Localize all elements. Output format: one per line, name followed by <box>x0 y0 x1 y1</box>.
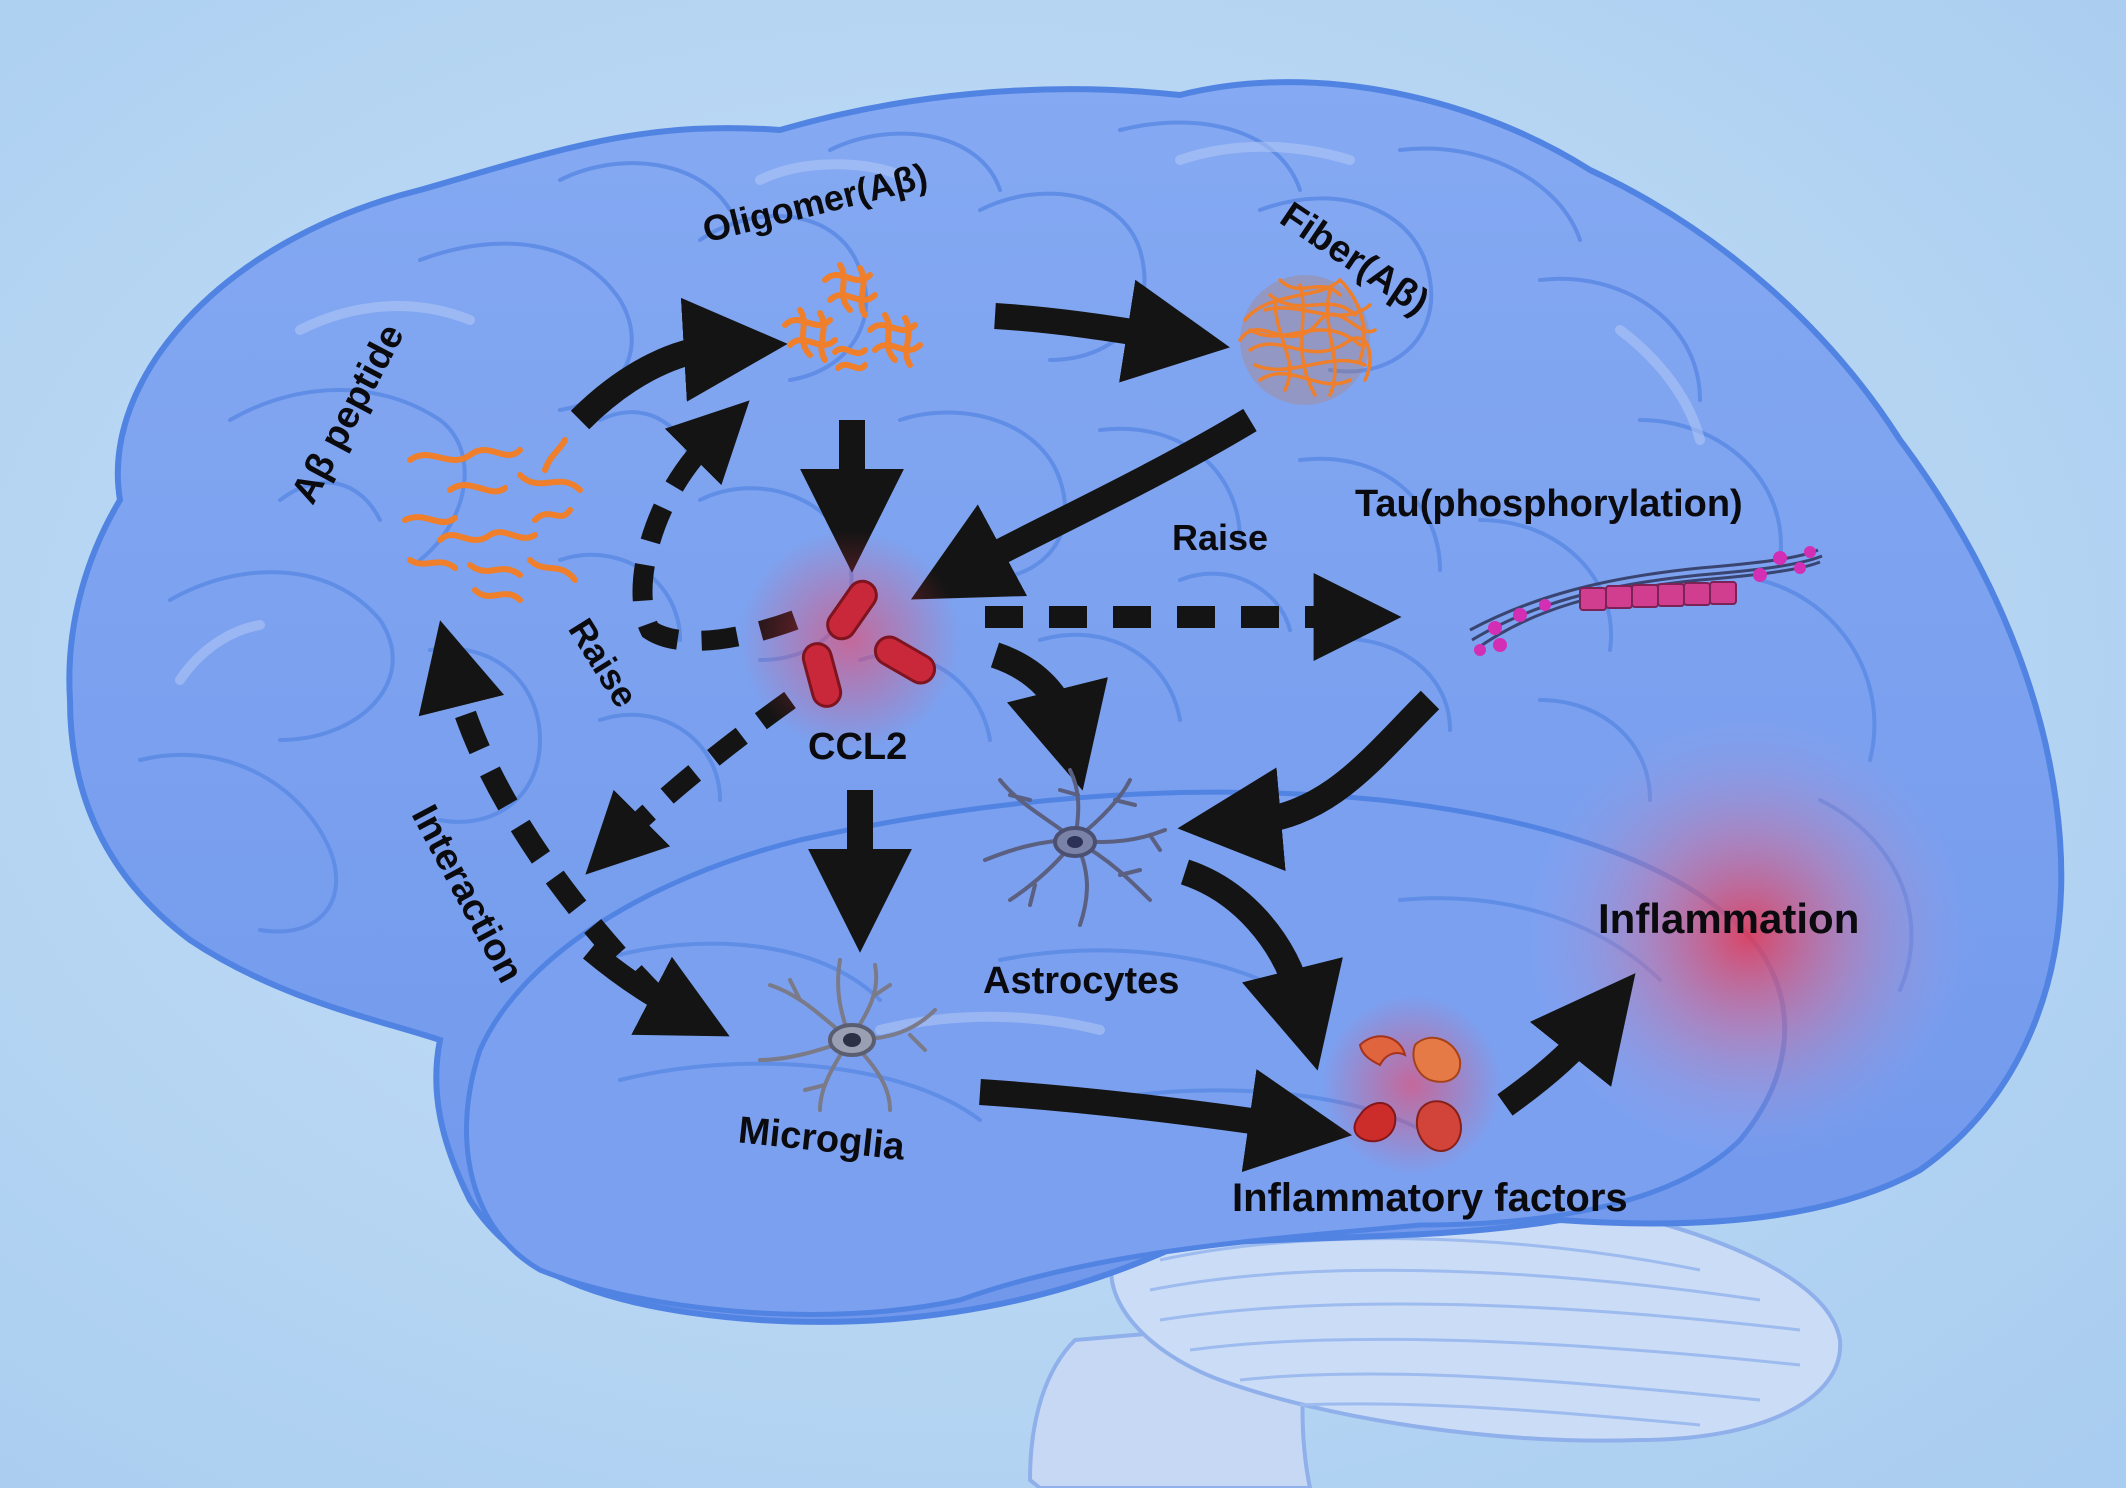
ccl2-icon <box>740 530 960 750</box>
oligomer-icon <box>782 262 923 372</box>
arrow-tau-to-astrocytes <box>1177 690 1440 872</box>
label-raise-upper: Raise <box>1172 517 1269 558</box>
arrow-peptide-to-oligomer <box>570 297 788 430</box>
arrow-interaction-up <box>418 620 668 1008</box>
label-inflammation: Inflammation <box>1598 895 1860 942</box>
label-inflammatory-factors: Inflammatory factors <box>1232 1176 1628 1220</box>
fiber-icon <box>1238 275 1377 405</box>
arrow-fiber-to-ccl2 <box>910 408 1257 600</box>
arrow-ccl2-to-astrocytes <box>990 642 1108 791</box>
microglia-icon <box>758 958 937 1112</box>
tau-icon <box>1469 546 1823 656</box>
arrow-interaction-down <box>582 941 730 1037</box>
arrow-factors-to-inflammation <box>1497 973 1636 1116</box>
arrow-ccl2-dashed-microglia <box>585 691 796 875</box>
astrocyte-icon <box>983 768 1167 927</box>
cerebellum <box>1027 1183 1843 1488</box>
arrows <box>418 279 1636 1173</box>
ab-peptide-icon <box>402 437 583 603</box>
arrow-microglia-to-factors <box>979 1069 1353 1173</box>
arrow-astrocytes-to-factors <box>1180 859 1343 1071</box>
label-ccl2: CCL2 <box>808 726 908 768</box>
inflammatory-factors-icon <box>1322 995 1502 1175</box>
label-astrocytes: Astrocytes <box>983 960 1180 1002</box>
label-tau: Tau(phosphorylation) <box>1355 483 1743 525</box>
arrow-oligomer-to-fiber <box>994 279 1230 383</box>
arrow-ccl2-raise-oligomer <box>632 400 799 651</box>
